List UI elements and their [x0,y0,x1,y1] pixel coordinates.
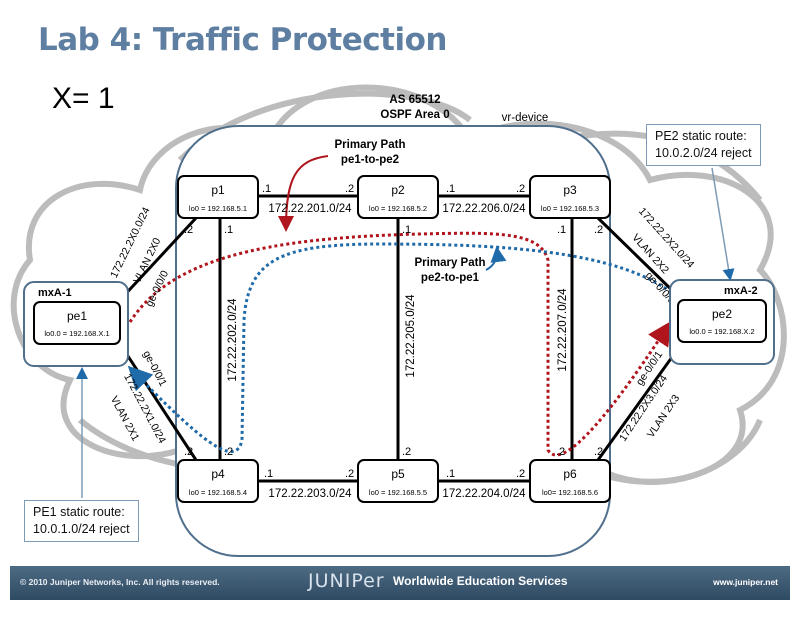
router-loopback: lo0 = 192.168.5.5 [369,488,427,497]
x-value-label: X= 1 [52,82,115,115]
addr-p6-left: .2 [516,468,525,480]
copyright-text: © 2010 Juniper Networks, Inc. All rights… [20,577,220,587]
subnet-p1-p2: 172.22.201.0/24 [268,203,352,215]
subnet-p4-p5: 172.22.203.0/24 [268,488,352,500]
router-loopback: lo0 = 192.168.5.2 [369,204,427,213]
addr-p2-b: .1 [402,224,411,236]
arrow-to-blue-path [485,246,507,271]
router-name: p1 [211,183,225,197]
addr-p3-left: .2 [516,183,525,195]
arrow-to-red-path [278,155,329,232]
juniper-logo: JUNIPer [308,570,385,592]
addr-p2-right: .1 [446,183,455,195]
addr-p3-bm: .1 [557,224,566,236]
router-loopback: lo0.0 = 192.168.X.2 [689,327,754,336]
router-name: p2 [391,183,405,197]
router-name: pe2 [712,307,732,321]
pe2-note-connector [711,167,735,281]
device-mxa-1: mxA-1 pe1 lo0.0 = 192.168.X.1 [23,281,129,367]
primary-path-1-line2: pe1-to-pe2 [341,154,399,166]
primary-path-pe2-to-pe1 [127,242,677,453]
link-pe2-p3 [596,216,682,300]
addr-p3-br: .2 [594,224,603,236]
router-p1: p1 lo0 = 192.168.5.1 [177,175,259,219]
education-services-text: Worldwide Education Services [393,574,568,588]
links [118,194,682,483]
addr-p1-bm: .1 [224,224,233,236]
subnet-p2-p5: 172.22.205.0/24 [405,294,417,378]
link-pe2-p6 [596,345,682,461]
router-loopback: lo0.0 = 192.168.X.1 [44,329,109,338]
link-pe1-p4 [118,343,198,461]
subnet-p1-p4: 172.22.202.0/24 [227,298,239,382]
router-loopback: lo0= 192.168.5.6 [542,488,598,497]
addr-p2-left: .2 [345,183,354,195]
router-p4: p4 lo0 = 192.168.5.4 [177,459,259,503]
note-line: 10.0.1.0/24 reject [33,522,130,536]
note-line: PE2 static route: [655,129,747,143]
footer-bar: © 2010 Juniper Networks, Inc. All rights… [10,566,790,600]
router-loopback: lo0 = 192.168.5.1 [189,204,247,213]
addr-p4-right: .1 [264,468,273,480]
addr-p4-tm: .2 [224,446,233,458]
iface-pe1-up: ge-0/0/0 [143,269,171,309]
ospf-label: OSPF Area 0 [380,109,449,121]
addr-p6-tm: .2 [556,446,565,458]
router-name: p6 [563,467,577,481]
subnet-p3-p6: 172.22.207.0/24 [557,288,569,372]
as-label: AS 65512 [389,94,440,106]
primary-path-2-line1: Primary Path [415,257,486,269]
vr-device-area [175,125,611,557]
addr-p6-tr: .2 [594,446,603,458]
primary-path-1-line1: Primary Path [335,139,406,151]
primary-path-pe1-to-pe2 [128,231,672,457]
website-link[interactable]: www.juniper.net [713,577,778,587]
device-label: mxA-2 [724,285,758,297]
addr-p1-right: .1 [262,183,271,195]
addr-p5-t: .2 [402,446,411,458]
device-mxa-2: mxA-2 pe2 lo0.0 = 192.168.X.2 [669,279,775,365]
slide-title: Lab 4: Traffic Protection [38,22,447,58]
addr-p5-right: .1 [446,468,455,480]
note-line: 10.0.2.0/24 reject [655,146,752,160]
router-name: p5 [391,467,405,481]
router-name: p3 [563,183,577,197]
subnet-p2-p3: 172.22.206.0/24 [442,203,526,215]
router-p6: p6 lo0= 192.168.5.6 [529,459,611,503]
router-loopback: lo0 = 192.168.5.3 [541,204,599,213]
pe1-static-route-note: PE1 static route: 10.0.1.0/24 reject [24,500,139,542]
pe2-static-route-note: PE2 static route: 10.0.2.0/24 reject [646,124,761,166]
router-loopback: lo0 = 192.168.5.4 [189,488,247,497]
router-name: pe1 [67,309,87,323]
vr-device-label: vr-device [502,112,549,124]
note-line: PE1 static route: [33,505,125,519]
router-p3: p3 lo0 = 192.168.5.3 [529,175,611,219]
router-p5: p5 lo0 = 192.168.5.5 [357,459,439,503]
subnet-p5-p6: 172.22.204.0/24 [442,488,526,500]
addr-p5-left: .2 [345,468,354,480]
device-label: mxA-1 [38,287,72,299]
addr-p4-tl: .2 [184,446,193,458]
primary-path-2-line2: pe2-to-pe1 [421,272,480,284]
link-pe1-p1 [118,216,198,302]
router-p2: p2 lo0 = 192.168.5.2 [357,175,439,219]
router-name: p4 [211,467,225,481]
addr-p1-bl: .2 [184,224,193,236]
